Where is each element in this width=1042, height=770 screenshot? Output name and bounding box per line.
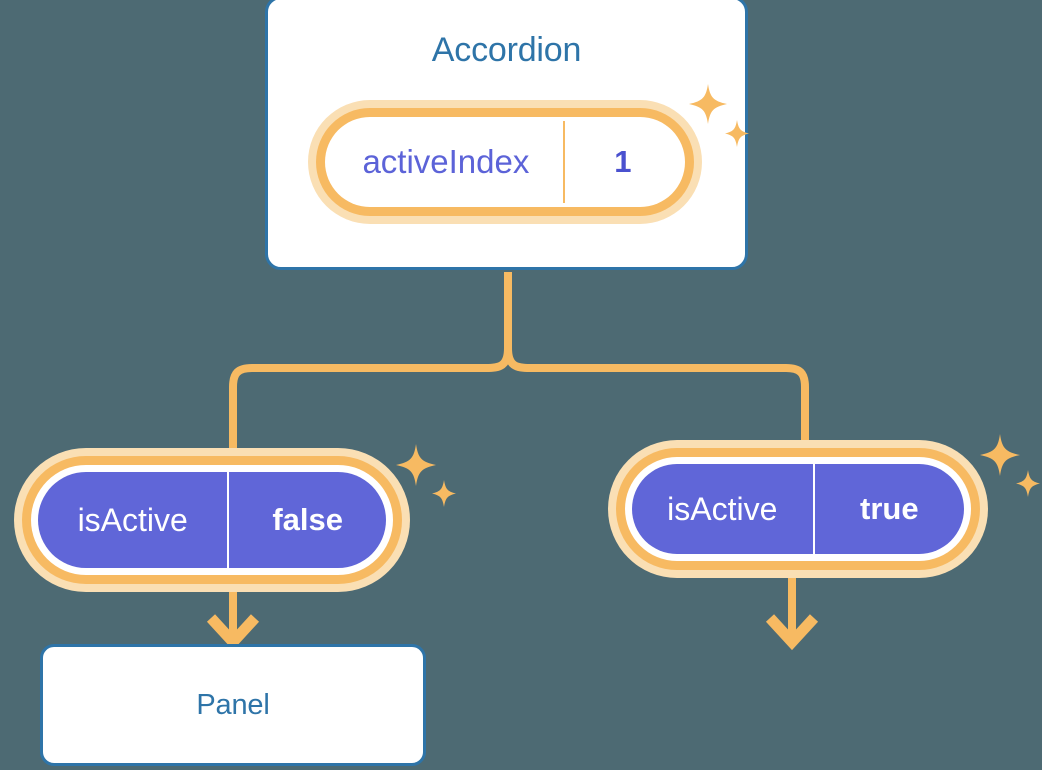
connector-right-branch (504, 344, 809, 456)
pill-body: isActive true (632, 464, 964, 554)
arrow-down-icon-left (206, 585, 260, 651)
state-key-label: isActive (632, 464, 815, 554)
pill-body: activeIndex 1 (329, 121, 681, 203)
state-key-label: activeIndex (329, 121, 565, 203)
state-value-label: false (272, 502, 344, 537)
state-pill-active-index[interactable]: activeIndex 1 (308, 100, 702, 224)
panel-node-left[interactable]: Panel (40, 644, 426, 766)
state-value-label: 1 (614, 144, 632, 179)
arrow-down-icon-right (765, 572, 819, 651)
accordion-title: Accordion (431, 31, 582, 69)
panel-title: Panel (196, 689, 270, 721)
state-pill-is-active-right[interactable]: isActive true (608, 440, 988, 578)
connector-left-branch (229, 344, 512, 464)
pill-body: isActive false (38, 472, 386, 568)
state-pill-is-active-left[interactable]: isActive false (14, 448, 410, 592)
state-key-label: isActive (38, 472, 230, 568)
state-value-label: true (860, 491, 919, 526)
